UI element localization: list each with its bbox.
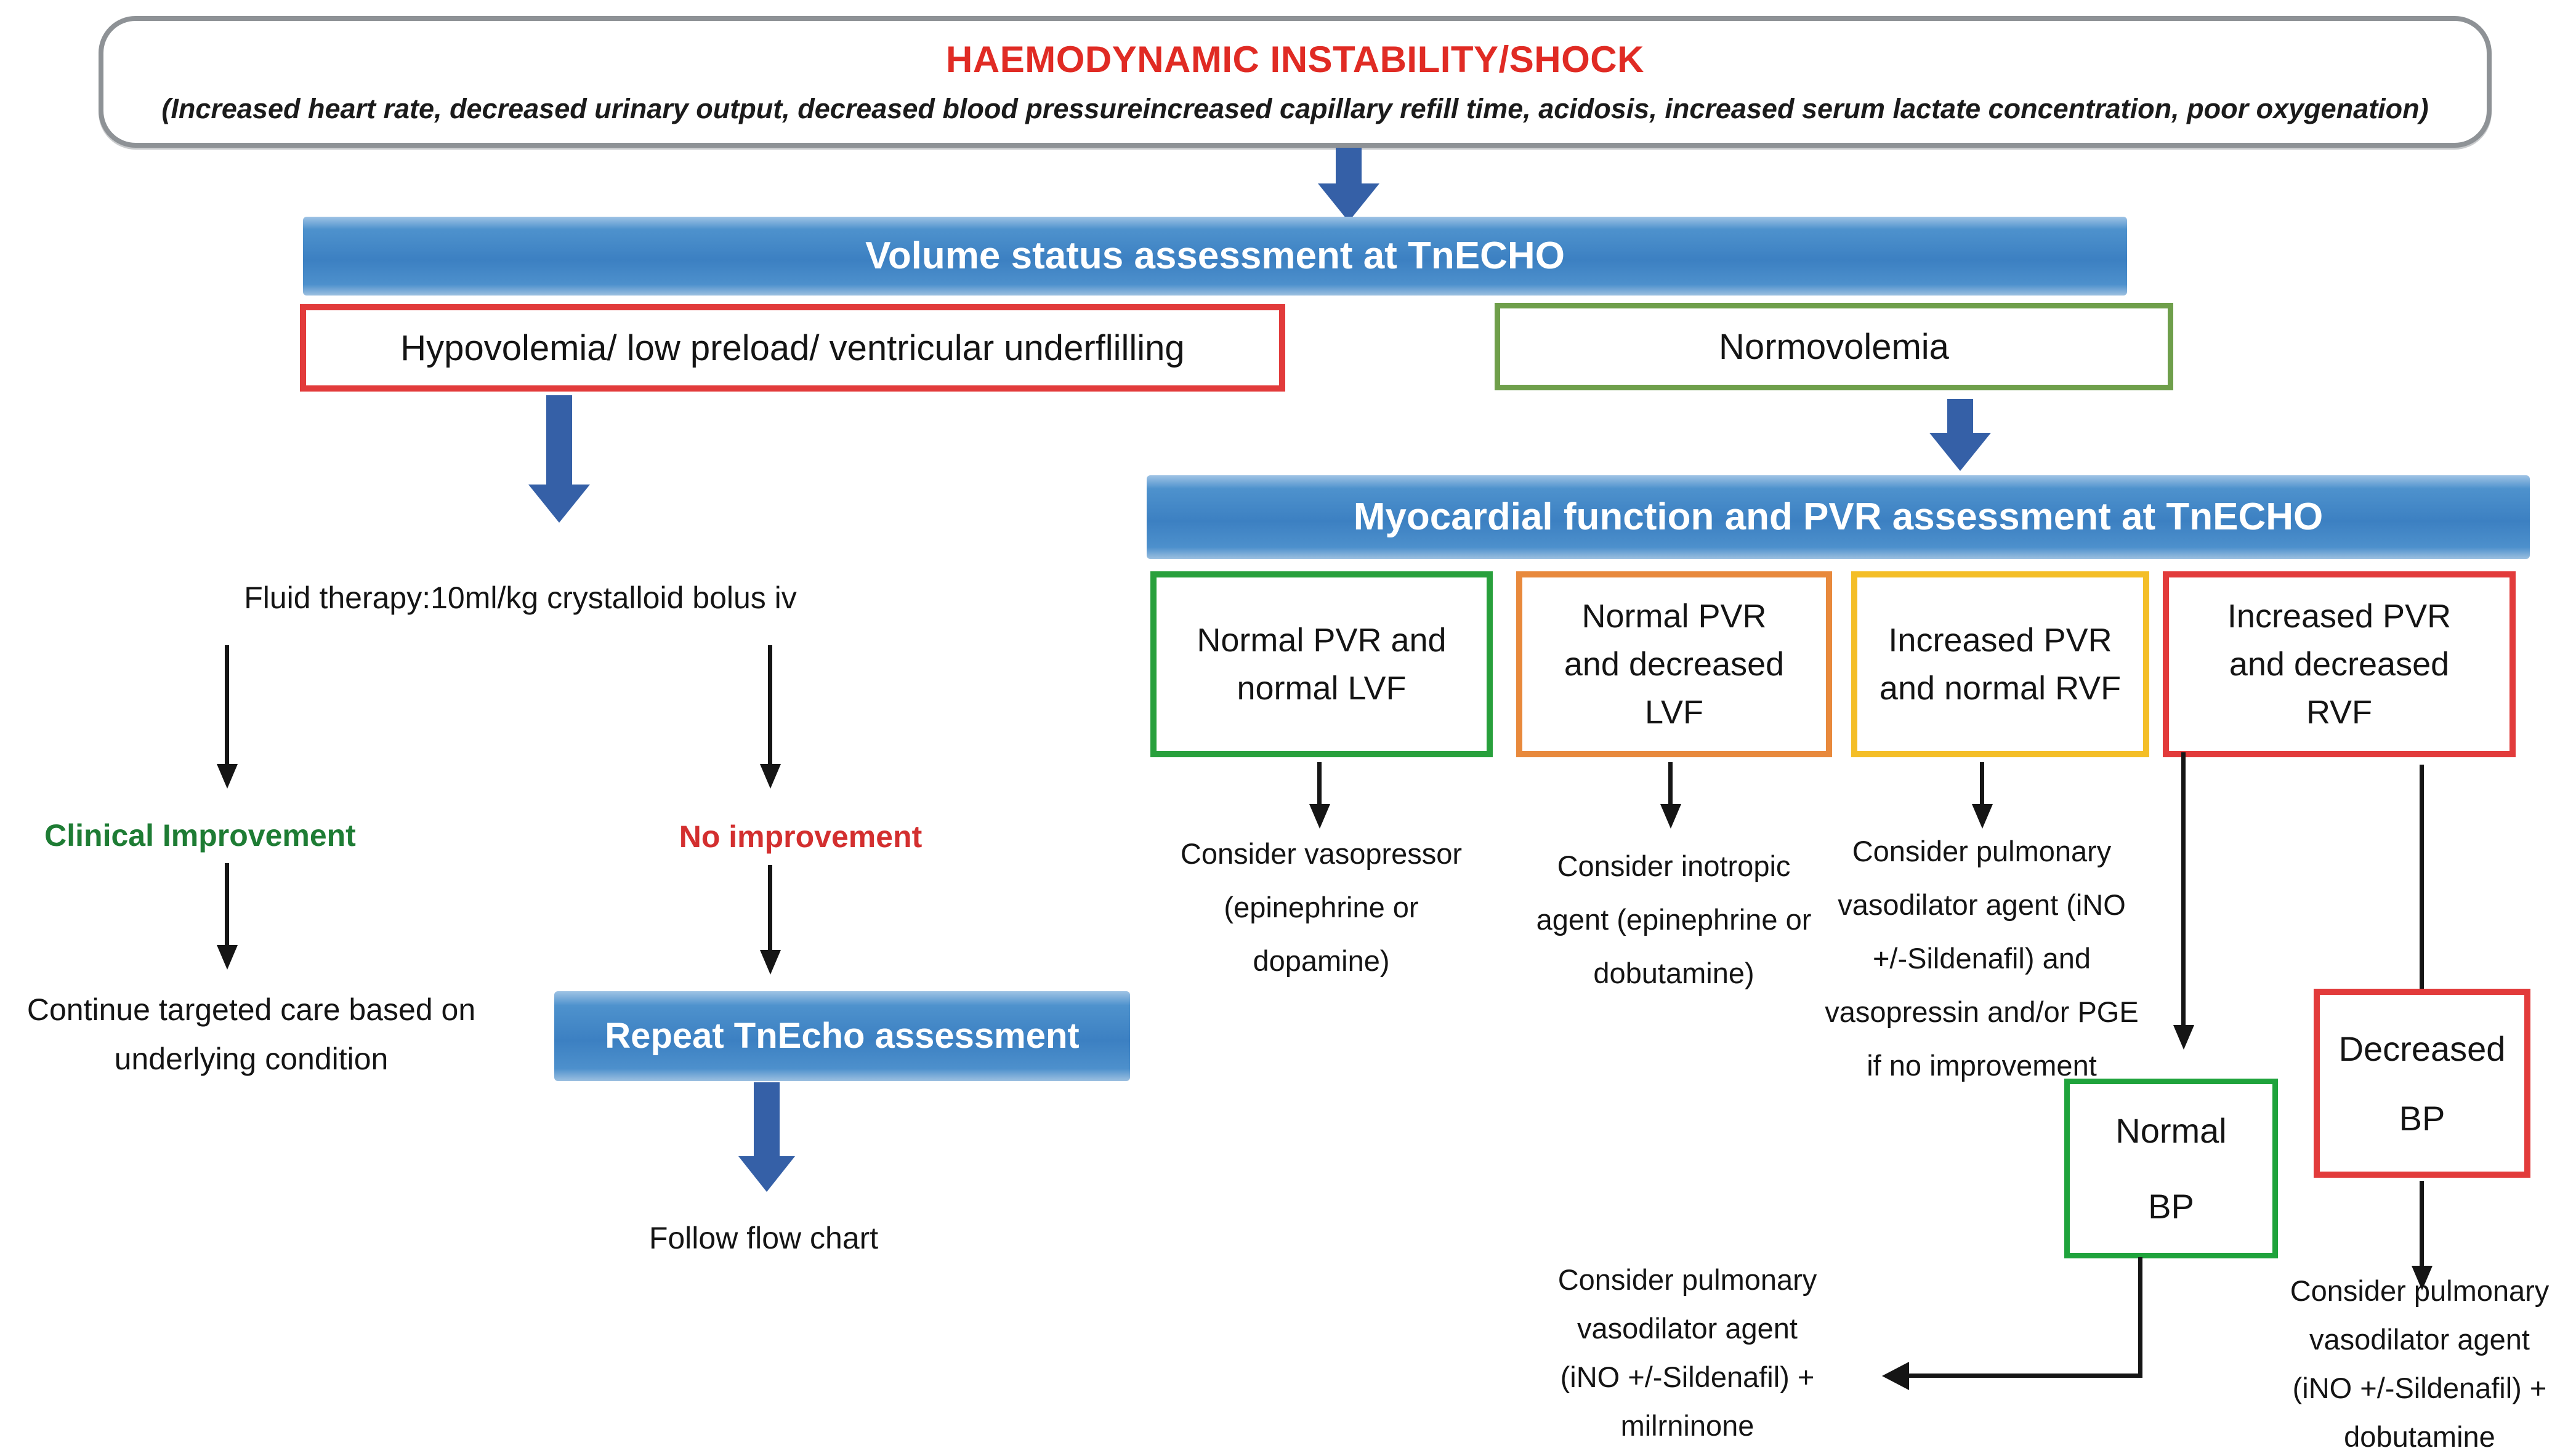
no-improvement-label: No improvement [679,819,923,854]
vasopressor-action-text: Consider vasopressor (epinephrine or dop… [1180,837,1463,977]
normal-bp-line2: BP [2148,1187,2194,1226]
volume-status-banner: Volume status assessment at TnECHO [303,217,2127,296]
arrow-down-icon [768,865,772,951]
arrow-down-icon [225,645,229,765]
elbow-connector-line [2138,1257,2142,1378]
shock-signs-subtitle: (Increased heart rate, decreased urinary… [161,93,2429,124]
fluid-therapy-text: Fluid therapy:10ml/kg crystalloid bolus … [244,581,797,615]
arrow-down-icon [768,645,772,765]
arrow-down-icon [1980,762,1984,805]
normal-bp-box: Normal BP [2064,1079,2278,1258]
milrinone-action-text: Consider pulmonary vasodilator agent (iN… [1557,1263,1817,1442]
follow-flow-chart-text: Follow flow chart [648,1221,879,1255]
arrow-left-icon [1882,1362,1909,1390]
increased-pvr-normal-rvf-box: Increased PVR and normal RVF [1851,571,2149,757]
clinical-improvement-label: Clinical Improvement [44,818,356,853]
normovolemia-box: Normovolemia [1495,303,2173,390]
arrow-down-icon [2420,765,2424,1016]
arrow-down-icon [1929,399,1991,471]
normal-pvr-normal-lvf-box: Normal PVR and normal LVF [1150,571,1493,757]
arrow-down-icon [2420,1181,2424,1267]
arrow-down-icon [528,395,590,523]
hypovolemia-box: Hypovolemia/ low preload/ ventricular un… [300,304,1285,392]
arrow-down-icon [1318,148,1379,222]
myocardial-banner: Myocardial function and PVR assessment a… [1147,475,2530,559]
inotropic-action-text: Consider inotropic agent (epinephrine or… [1536,850,1812,989]
shock-header-box: HAEMODYNAMIC INSTABILITY/SHOCK (Increase… [99,16,2492,148]
arrow-down-icon [1668,762,1673,805]
decreased-bp-box: Decreased BP [2314,989,2530,1178]
dobutamine-action-text: Consider pulmonary vasodilator agent (iN… [2290,1274,2550,1453]
continue-care-text: Continue targeted care based on underlyi… [26,992,476,1076]
elbow-connector-line [1907,1374,2142,1378]
page-title: HAEMODYNAMIC INSTABILITY/SHOCK [946,39,1644,80]
normal-pvr-decreased-lvf-box: Normal PVR and decreased LVF [1516,571,1832,757]
arrow-down-icon [1317,762,1322,805]
repeat-tnecho-banner: Repeat TnEcho assessment [554,991,1130,1081]
decreased-bp-line1: Decreased [2338,1029,2506,1068]
normal-bp-line1: Normal [2115,1111,2227,1150]
arrow-down-icon [2181,752,2186,1026]
increased-pvr-decreased-rvf-box: Increased PVR and decreased RVF [2163,571,2516,757]
pulmonary-vasodilator-action-text: Consider pulmonary vasodilator agent (iN… [1825,835,2139,1082]
arrow-down-icon [225,863,229,946]
decreased-bp-line2: BP [2399,1098,2445,1138]
arrow-down-icon [736,1082,797,1192]
